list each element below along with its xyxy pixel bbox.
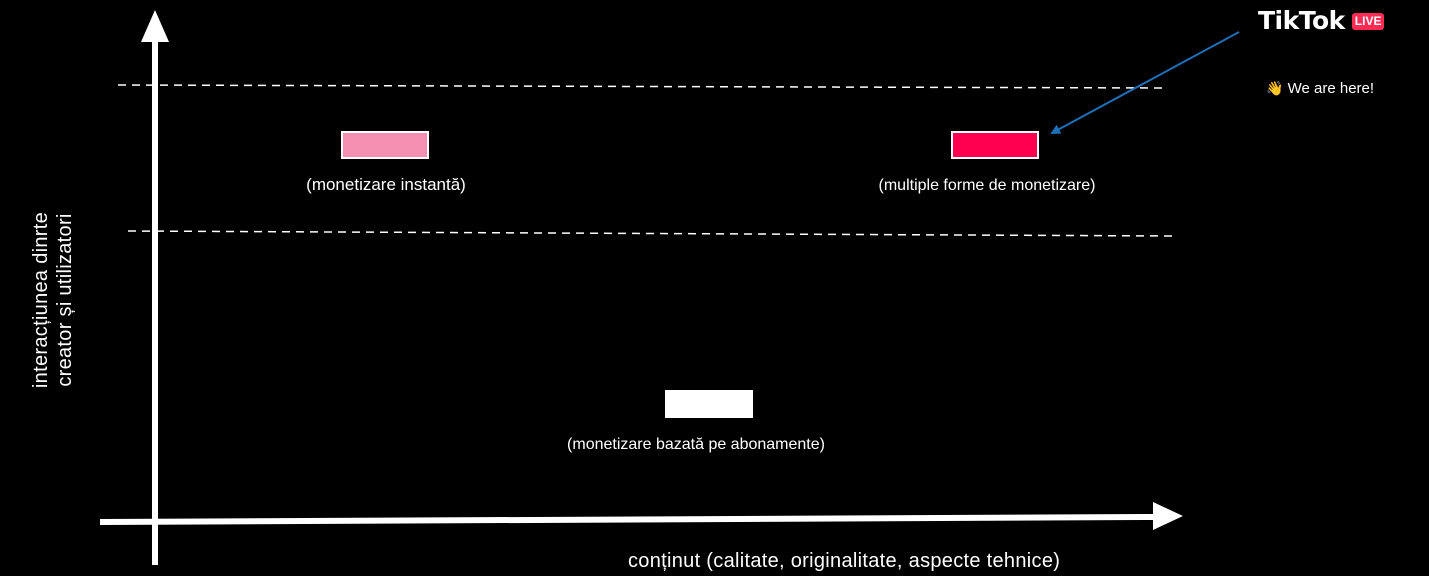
- y-axis-label-line-2: creator și utilizatori: [54, 213, 76, 387]
- instant-monetization-box: [341, 131, 429, 159]
- upper-dashed-line: [117, 84, 1166, 89]
- multiple-monetization-caption: (multiple forme de monetizare): [878, 177, 1096, 194]
- multiple-monetization-box: [951, 131, 1039, 159]
- subscription-monetization-caption: (monetizare bazată pe abonamente): [567, 436, 825, 453]
- waving-hand-icon: 👋: [1266, 80, 1284, 96]
- we-are-here-callout: 👋 We are here!: [1266, 78, 1386, 99]
- logo-wordmark: TikTok: [1258, 6, 1345, 35]
- y-axis-arrowhead: [141, 10, 169, 42]
- live-badge: LIVE: [1351, 12, 1385, 30]
- x-axis-arrowhead: [1153, 502, 1183, 530]
- y-axis-label-line-1: interacțiunea dinrte: [30, 211, 52, 389]
- callout-text: We are here!: [1287, 80, 1375, 97]
- x-axis-label: conținut (calitate, originalitate, aspec…: [628, 550, 1061, 572]
- callout-arrow: [1050, 31, 1240, 134]
- subscription-monetization-box: [665, 390, 753, 418]
- x-axis-line: [99, 514, 1156, 525]
- instant-monetization-caption: (monetizare instantă): [306, 175, 466, 194]
- lower-dashed-line: [127, 230, 1173, 237]
- tiktok-live-logo: TikTok LIVE: [1258, 6, 1385, 35]
